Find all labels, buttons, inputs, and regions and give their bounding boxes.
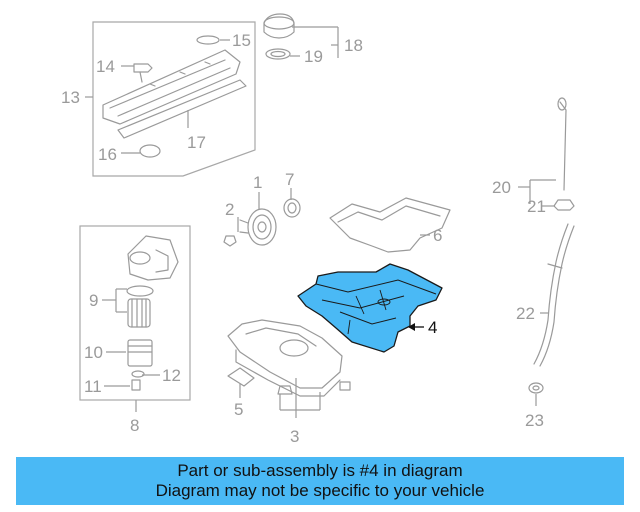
callout-21: 21 <box>527 197 546 216</box>
banner-line-2: Diagram may not be specific to your vehi… <box>155 481 485 500</box>
drain-plug <box>277 385 293 395</box>
filter-housing <box>127 235 179 281</box>
bolt-14 <box>133 63 153 83</box>
callout-22: 22 <box>516 304 535 323</box>
group-frame-13 <box>85 21 256 177</box>
group-frame-8 <box>79 225 191 401</box>
filter-cap-10 <box>127 339 153 367</box>
seal-12 <box>131 370 145 378</box>
upper-pan-6 <box>329 197 451 253</box>
callout-18: 18 <box>344 36 363 55</box>
leader-4-arrow <box>408 323 415 331</box>
info-banner: Part or sub-assembly is #4 in diagram Di… <box>16 457 624 505</box>
callout-12: 12 <box>162 366 181 385</box>
oil-filler-cap <box>263 13 295 39</box>
dipstick-tube-22 <box>533 223 575 367</box>
part-4-highlight <box>297 263 443 353</box>
pan-bolt <box>339 381 351 391</box>
callout-13: 13 <box>61 88 80 107</box>
o-ring-9a <box>126 285 154 297</box>
cap-seal-19 <box>265 48 291 60</box>
callout-9: 9 <box>89 291 98 310</box>
callout-15: 15 <box>232 31 251 50</box>
callout-3: 3 <box>290 427 299 446</box>
leader-lines <box>102 26 556 418</box>
callout-14: 14 <box>96 57 115 76</box>
callout-1: 1 <box>253 173 262 192</box>
front-seal-7 <box>283 198 301 218</box>
filter-element <box>127 298 151 328</box>
cover-gasket <box>117 79 247 139</box>
callout-19: 19 <box>304 47 323 66</box>
drain-bolt-11 <box>131 379 141 391</box>
callout-11: 11 <box>84 377 102 396</box>
callout-16: 16 <box>98 145 117 164</box>
oil-pan-3 <box>227 319 343 397</box>
callout-17: 17 <box>187 133 206 152</box>
callout-7: 7 <box>285 170 294 189</box>
callout-10: 10 <box>84 343 103 362</box>
callout-4: 4 <box>428 318 437 337</box>
callout-6: 6 <box>433 226 442 245</box>
callout-2: 2 <box>225 200 234 219</box>
dipstick-seal-21 <box>553 199 575 211</box>
grommet-16 <box>139 144 161 158</box>
pulley-bolt <box>223 235 237 247</box>
dipstick <box>557 97 567 191</box>
oil-cap-seal <box>196 35 220 45</box>
callout-8: 8 <box>130 416 139 435</box>
tube-seal-23 <box>528 382 544 394</box>
parts-diagram: 15 14 13 16 17 18 19 1 2 7 6 4 5 3 9 10 … <box>61 13 575 446</box>
callout-23: 23 <box>525 411 544 430</box>
valve-cover <box>102 49 241 125</box>
banner-line-1: Part or sub-assembly is #4 in diagram <box>177 461 463 480</box>
callout-5: 5 <box>234 400 243 419</box>
crank-pulley <box>239 208 277 246</box>
callout-20: 20 <box>492 178 511 197</box>
pan-bracket-5 <box>227 367 255 387</box>
